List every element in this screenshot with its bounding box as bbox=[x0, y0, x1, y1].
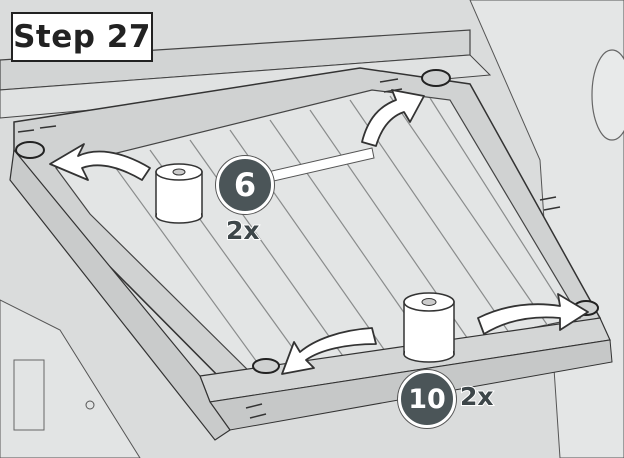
step-title: Step 27 bbox=[11, 12, 153, 62]
foot-part-10 bbox=[404, 293, 454, 362]
part-callout-6: 6 bbox=[216, 156, 274, 214]
foot-part-6 bbox=[156, 164, 202, 223]
quantity-label-6: 2x bbox=[226, 216, 260, 245]
part-callout-10: 10 bbox=[398, 370, 456, 428]
quantity-label-10: 2x bbox=[460, 382, 494, 411]
